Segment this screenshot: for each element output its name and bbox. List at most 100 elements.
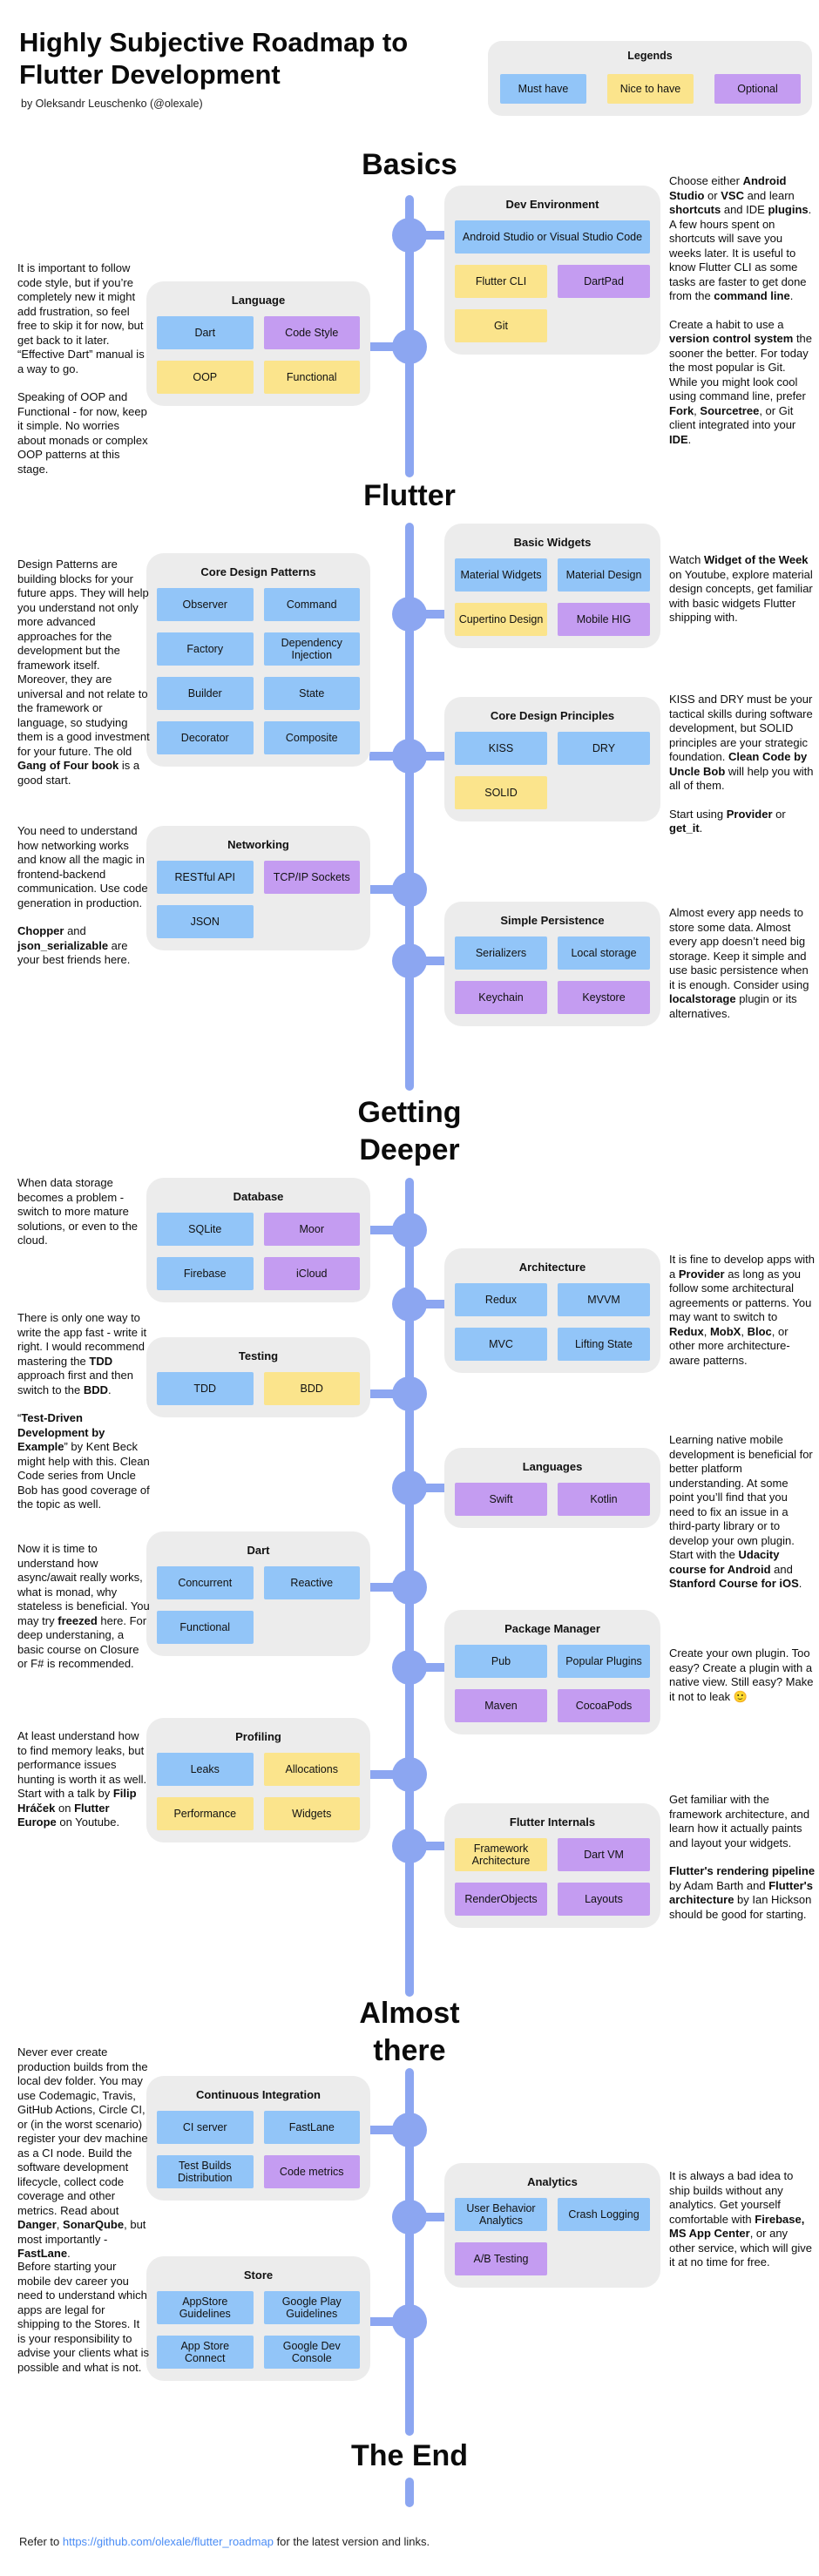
card-title: Networking: [227, 838, 289, 851]
legend-chip-optional: Optional: [714, 74, 801, 104]
milestone-node: [392, 1287, 427, 1322]
chip-redux: Redux: [455, 1283, 547, 1316]
card-title: Continuous Integration: [196, 2088, 321, 2101]
connector: [420, 1484, 450, 1492]
chip-flutter-cli: Flutter CLI: [455, 265, 547, 298]
chip-test-builds-distribution: Test Builds Distribution: [157, 2155, 254, 2188]
card-title: Core Design Principles: [490, 709, 615, 722]
card-flutter-internals: Flutter Internals Framework Architecture…: [444, 1803, 660, 1928]
milestone-node: [392, 597, 427, 632]
chip-moor: Moor: [263, 1213, 360, 1246]
connector: [369, 1389, 399, 1398]
note-languages: Learning native mobile development is be…: [669, 1433, 813, 1590]
chip-dart: Dart: [157, 316, 254, 349]
card-title: Dart: [247, 1544, 270, 1557]
card-title: Simple Persistence: [500, 914, 605, 927]
chip-builder: Builder: [157, 677, 254, 710]
chip-google-dev-console: Google Dev Console: [263, 2336, 360, 2369]
chip-renderobjects: RenderObjects: [455, 1883, 547, 1916]
milestone-node: [392, 2113, 427, 2147]
milestone-node: [392, 329, 427, 364]
chip-user-behavior-analytics: User Behavior Analytics: [455, 2198, 547, 2231]
card-title: Database: [233, 1190, 284, 1203]
connector: [369, 2317, 399, 2326]
card-title: Basic Widgets: [513, 536, 592, 549]
chip-sqlite: SQLite: [157, 1213, 254, 1246]
chip-bdd: BDD: [263, 1372, 360, 1405]
connector: [420, 957, 450, 965]
chip-app-store-connect: App Store Connect: [157, 2336, 254, 2369]
milestone-node: [392, 739, 427, 774]
note-database: When data storage becomes a problem - sw…: [17, 1176, 139, 1247]
chip-tdd: TDD: [157, 1372, 254, 1405]
chip-local-storage: Local storage: [558, 936, 650, 970]
milestone-node: [392, 943, 427, 978]
note-testing: There is only one way to write the app f…: [17, 1311, 150, 1511]
connector: [369, 1583, 399, 1592]
timeline-segment: [405, 2068, 414, 2436]
legends-row: Must have Nice to have Optional: [500, 74, 801, 104]
chip-dependency-injection: Dependency Injection: [263, 632, 360, 666]
section-heading-the-end: The End: [350, 2439, 469, 2472]
note-continuous-integration: Never ever create production builds from…: [17, 2045, 148, 2260]
chip-swift: Swift: [455, 1483, 547, 1516]
card-title: Language: [231, 294, 286, 307]
milestone-node: [392, 872, 427, 907]
chip-widgets: Widgets: [263, 1797, 360, 1830]
chip-functional: Functional: [263, 361, 360, 394]
note-flutter-internals: Get familiar with the framework architec…: [669, 1793, 816, 1921]
card-dev-environment: Dev Environment Android Studio or Visual…: [444, 186, 660, 355]
chip-observer: Observer: [157, 588, 254, 621]
card-title: Architecture: [518, 1261, 586, 1274]
section-heading-flutter: Flutter: [363, 479, 456, 512]
card-title: Profiling: [235, 1730, 281, 1743]
note-basic-widgets: Watch Widget of the Week on Youtube, exp…: [669, 553, 813, 624]
chip-code-metrics: Code metrics: [263, 2155, 360, 2188]
chip-code-style: Code Style: [263, 316, 360, 349]
note-networking: You need to understand how networking wo…: [17, 824, 148, 966]
chip-kotlin: Kotlin: [558, 1483, 650, 1516]
chip-icloud: iCloud: [263, 1257, 360, 1290]
chip-dart-vm: Dart VM: [558, 1838, 650, 1871]
chip-mvc: MVC: [455, 1328, 547, 1361]
card-title: Package Manager: [504, 1622, 600, 1635]
milestone-node: [392, 1376, 427, 1411]
chip-material-design: Material Design: [558, 558, 650, 592]
author-byline: by Oleksandr Leuschenko (@olexale): [21, 98, 203, 110]
section-heading-basics: Basics: [362, 148, 457, 181]
chip-fastlane: FastLane: [263, 2111, 360, 2144]
connector: [420, 752, 450, 761]
chip-reactive: Reactive: [263, 1566, 360, 1599]
card-title: Flutter Internals: [509, 1815, 596, 1829]
legend-chip-must-have: Must have: [500, 74, 586, 104]
footer-link[interactable]: https://github.com/olexale/flutter_roadm…: [62, 2535, 274, 2548]
note-core-design-principles: KISS and DRY must be your tactical skill…: [669, 693, 814, 835]
connector: [369, 885, 399, 894]
legends-card: Legends Must have Nice to have Optional: [488, 41, 812, 116]
milestone-node: [392, 1570, 427, 1605]
chip-restful-api: RESTful API: [157, 861, 254, 894]
connector: [369, 2126, 399, 2134]
milestone-node: [392, 2200, 427, 2235]
chip-decorator: Decorator: [157, 721, 254, 754]
connector: [369, 752, 399, 761]
note-package-manager: Create your own plugin. Too easy? Create…: [669, 1646, 814, 1703]
card-title: Core Design Patterns: [200, 565, 316, 578]
milestone-node: [392, 1650, 427, 1685]
chip-layouts: Layouts: [558, 1883, 650, 1916]
chip-leaks: Leaks: [157, 1753, 254, 1786]
